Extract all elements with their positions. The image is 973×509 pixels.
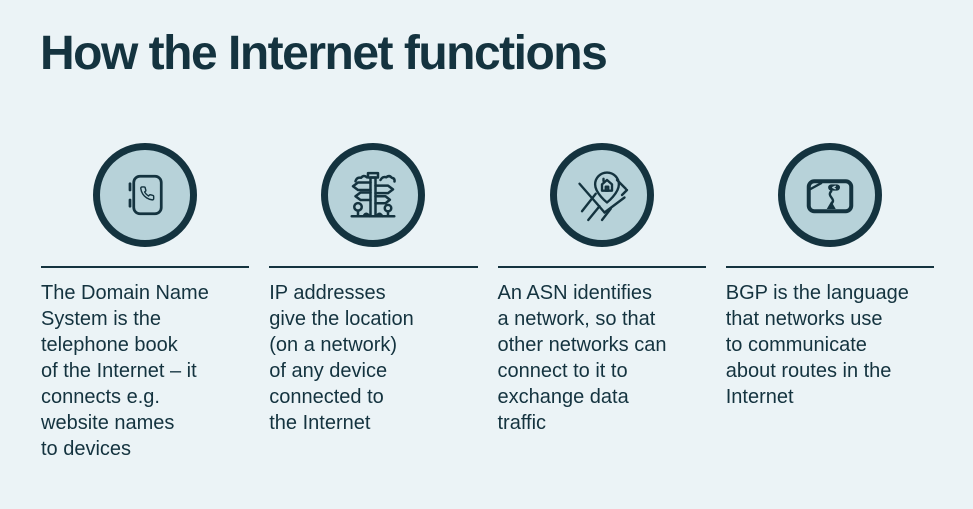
card-ip: IP addresses give the location (on a net…	[269, 143, 478, 462]
divider	[497, 266, 706, 268]
divider	[41, 266, 250, 268]
card-text-asn: An ASN identifies a network, so that oth…	[497, 282, 667, 434]
card-bgp: BGP is the language that networks use to…	[725, 143, 934, 462]
card-text-dns: The Domain Name System is the telephone …	[41, 282, 209, 460]
map-pin-icon	[549, 143, 654, 247]
signpost-icon	[321, 143, 426, 247]
divider	[725, 266, 934, 268]
card-dns: The Domain Name System is the telephone …	[41, 143, 250, 462]
gps-navigator-icon	[777, 143, 882, 247]
card-row: The Domain Name System is the telephone …	[41, 143, 934, 462]
divider	[269, 266, 478, 268]
page-title: How the Internet functions	[40, 27, 608, 80]
card-text-bgp: BGP is the language that networks use to…	[725, 282, 909, 408]
card-text-ip: IP addresses give the location (on a net…	[269, 282, 414, 434]
phone-book-icon	[93, 143, 198, 247]
card-asn: An ASN identifies a network, so that oth…	[497, 143, 706, 462]
